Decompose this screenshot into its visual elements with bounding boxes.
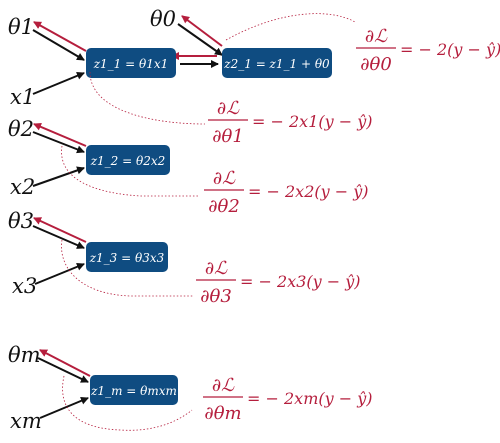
gradient-theta0: ∂ℒ ∂θ0 = − 2(y − ŷ) [356, 26, 500, 75]
grad-theta0-denom: ∂θ0 [360, 54, 392, 75]
xm-label: xm [10, 409, 42, 433]
theta3-label: θ3 [8, 209, 34, 233]
grad-arrow-theta1 [33, 21, 87, 52]
grad-theta0-rhs: = − 2(y − ŷ) [400, 40, 500, 59]
gradient-theta2: ∂ℒ ∂θ2 = − 2x2(y − ŷ) [204, 168, 369, 217]
arrow-theta0-forward [177, 23, 223, 56]
grad-theta3-rhs: = − 2x3(y − ŷ) [240, 272, 361, 291]
row-m: θm xm z1_m = θmxm ∂ℒ ∂θm = − 2xm(y − ŷ) [8, 343, 373, 433]
grad-theta3-numer: ∂ℒ [205, 258, 228, 279]
x2-label: x2 [10, 175, 35, 199]
grad-arrow-thetam [39, 349, 91, 377]
x1-label: x1 [10, 85, 35, 109]
thetam-label: θm [8, 343, 41, 367]
node-z1-2-label: z1_2 = θ2x2 [90, 154, 166, 168]
grad-thetam-denom: ∂θm [204, 403, 241, 424]
grad-thetam-rhs: = − 2xm(y − ŷ) [247, 389, 373, 408]
grad-theta1-numer: ∂ℒ [217, 98, 240, 119]
row-3: θ3 x3 z1_3 = θ3x3 ∂ℒ ∂θ3 = − 2x3(y − ŷ) [8, 209, 361, 307]
arrow-x1-forward [32, 71, 85, 95]
node-z1-2 [86, 145, 170, 175]
arrow-x3-forward [34, 262, 85, 285]
node-z1-3-label: z1_3 = θ3x3 [89, 251, 165, 265]
row-2: θ2 x2 z1_2 = θ2x2 ∂ℒ ∂θ2 = − 2x2(y − ŷ) [8, 117, 369, 217]
leader-theta2 [61, 145, 198, 197]
node-z2-1-label: z2_1 = z1_1 + θ0 [223, 57, 330, 71]
arrow-x2-forward [32, 166, 85, 187]
gradient-thetam: ∂ℒ ∂θm = − 2xm(y − ŷ) [203, 375, 373, 424]
theta0-label: θ0 [150, 7, 176, 31]
node-z1-1 [86, 48, 176, 78]
grad-arrow-theta2 [33, 123, 87, 147]
node-z1-1-label: z1_1 = θ1x1 [93, 57, 169, 71]
theta2-label: θ2 [8, 117, 34, 141]
leader-theta3 [61, 239, 194, 297]
grad-thetam-numer: ∂ℒ [212, 375, 235, 396]
arrow-xm-forward [39, 397, 89, 419]
grad-theta2-numer: ∂ℒ [213, 168, 236, 189]
leader-theta0 [225, 13, 356, 41]
leader-thetam [62, 375, 193, 431]
theta1-label: θ1 [8, 15, 34, 39]
grad-arrow-theta3 [33, 217, 87, 243]
x3-label: x3 [12, 274, 37, 298]
arrow-theta1-forward [32, 29, 85, 61]
grad-theta1-denom: ∂θ1 [212, 126, 244, 147]
grad-theta3-denom: ∂θ3 [200, 286, 232, 307]
grad-theta0-numer: ∂ℒ [365, 26, 388, 47]
arrow-theta3-forward [32, 225, 85, 249]
node-z2-1 [222, 48, 332, 78]
grad-theta1-rhs: = − 2x1(y − ŷ) [252, 112, 373, 131]
node-z1-3 [86, 242, 168, 272]
arrow-theta2-forward [32, 131, 85, 154]
row-1: θ1 x1 θ0 z1_1 = θ1x1 z2_1 = z1_1 + θ0 ∂ℒ… [8, 7, 500, 147]
node-z1-m [90, 375, 178, 405]
node-z1-m-label: z1_m = θmxm [90, 384, 177, 398]
grad-arrow-theta0 [181, 15, 223, 47]
gradient-theta1: ∂ℒ ∂θ1 = − 2x1(y − ŷ) [208, 98, 373, 147]
leader-theta1 [89, 71, 206, 125]
grad-theta2-denom: ∂θ2 [208, 196, 240, 217]
arrow-thetam-forward [37, 357, 89, 383]
gradient-theta3: ∂ℒ ∂θ3 = − 2x3(y − ŷ) [196, 258, 361, 307]
grad-theta2-rhs: = − 2x2(y − ŷ) [248, 182, 369, 201]
